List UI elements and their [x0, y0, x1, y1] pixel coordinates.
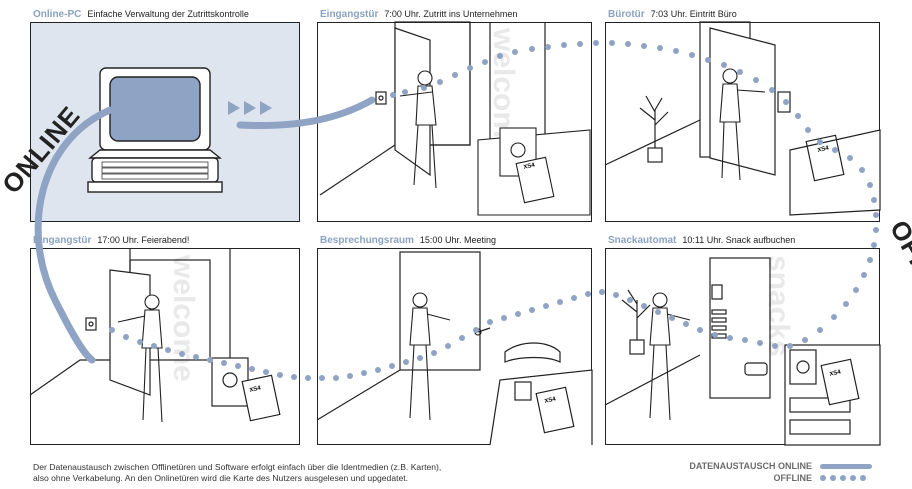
- keyboard-keys: [102, 162, 208, 179]
- meeting-door-scene: [317, 252, 592, 445]
- legend-offline: OFFLINE: [689, 472, 872, 484]
- legend: DATENAUSTAUSCH ONLINE OFFLINE: [689, 460, 872, 484]
- footer-text: Der Datenaustausch zwischen Offlinetüren…: [33, 462, 613, 484]
- arrow-icons: [228, 101, 272, 115]
- snack-machine-scene: [605, 258, 880, 445]
- footer-line: Der Datenaustausch zwischen Offlinetüren…: [33, 462, 613, 473]
- office-door-scene: [605, 22, 880, 215]
- legend-online-label: DATENAUSTAUSCH ONLINE: [689, 460, 812, 472]
- footer-line: also ohne Verkabelung. An den Onlinetüre…: [33, 473, 613, 484]
- card-reader-detail: [478, 128, 590, 215]
- person-figure: [410, 293, 450, 420]
- legend-offline-swatch: [820, 475, 872, 481]
- legend-online: DATENAUSTAUSCH ONLINE: [689, 460, 872, 472]
- computer-icon: [88, 68, 222, 192]
- legend-offline-label: OFFLINE: [774, 472, 813, 484]
- legend-online-swatch: [820, 464, 872, 469]
